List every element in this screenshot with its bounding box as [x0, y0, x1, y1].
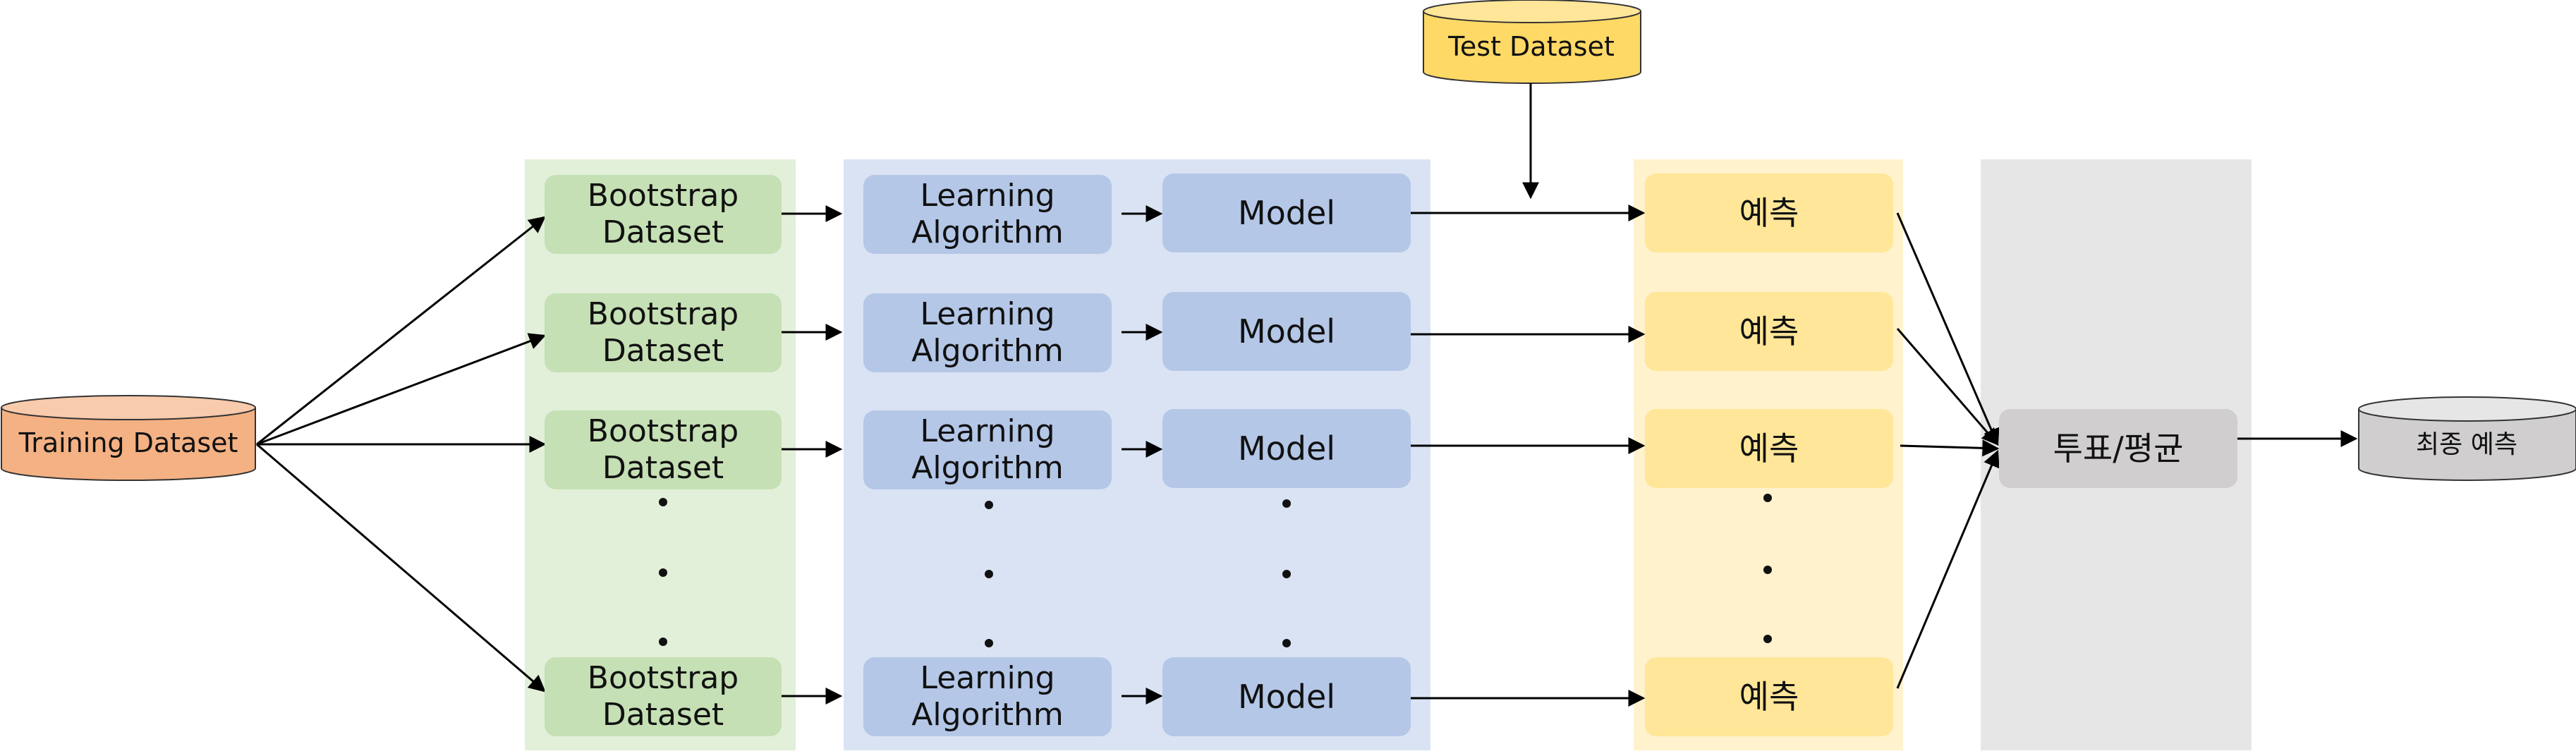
bootstrap-dataset-box: Bootstrap Dataset: [545, 657, 782, 736]
ellipsis-dot: [985, 570, 993, 578]
model-text: Model: [1237, 429, 1336, 468]
ellipsis-dot: [659, 638, 667, 646]
arrow-training-to-bootstrap-2: [256, 333, 547, 446]
model-box: Model: [1162, 292, 1411, 371]
prediction-box: 예측: [1645, 173, 1893, 252]
bootstrap-dataset-text: Bootstrap Dataset: [587, 296, 739, 369]
bootstrap-dataset-box: Bootstrap Dataset: [545, 175, 782, 254]
learning-algorithm-text: Learning Algorithm: [911, 660, 1064, 733]
prediction-text: 예측: [1739, 312, 1799, 350]
final-prediction-label: 최종 예측: [2416, 430, 2517, 459]
ellipsis-dot: [1763, 494, 1772, 502]
bootstrap-dataset-box: Bootstrap Dataset: [545, 410, 782, 489]
model-box: Model: [1162, 657, 1411, 736]
prediction-text: 예측: [1739, 193, 1799, 232]
prediction-box: 예측: [1645, 657, 1893, 736]
vote-average-box: 투표/평균: [1999, 409, 2237, 488]
learning-algorithm-box: Learning Algorithm: [863, 410, 1112, 489]
test-dataset-label: Test Dataset: [1448, 31, 1615, 62]
arrow-prediction-to-vote-2: [1896, 328, 1999, 446]
model-box: Model: [1162, 173, 1411, 252]
model-text: Model: [1237, 677, 1336, 716]
model-text: Model: [1237, 312, 1336, 350]
training-dataset-label: Training Dataset: [18, 427, 238, 458]
ellipsis-dot: [1763, 566, 1772, 574]
ellipsis-dot: [659, 568, 667, 577]
ellipsis-dot: [1282, 570, 1291, 578]
prediction-text: 예측: [1739, 429, 1799, 468]
ellipsis-dot: [659, 498, 667, 506]
ellipsis-dot: [985, 501, 993, 509]
final-prediction-cylinder: [2358, 396, 2576, 481]
arrow-training-to-bootstrap-4: [256, 443, 546, 693]
arrow-prediction-to-vote-1: [1896, 212, 2000, 446]
arrow-training-to-bootstrap-1: [256, 216, 546, 446]
ellipsis-dot: [985, 639, 993, 647]
learning-algorithm-box: Learning Algorithm: [863, 175, 1112, 254]
learning-algorithm-text: Learning Algorithm: [911, 413, 1064, 486]
training-dataset-cylinder: [1, 395, 256, 481]
ellipsis-dot: [1282, 639, 1291, 647]
model-text: Model: [1237, 193, 1336, 232]
model-box: Model: [1162, 409, 1411, 488]
bootstrap-dataset-box: Bootstrap Dataset: [545, 293, 782, 372]
bootstrap-dataset-text: Bootstrap Dataset: [587, 178, 739, 250]
vote-average-text: 투표/평균: [2053, 429, 2184, 468]
bootstrap-dataset-text: Bootstrap Dataset: [587, 660, 739, 733]
ellipsis-dot: [1763, 635, 1772, 643]
arrow-prediction-to-vote-4: [1896, 449, 2000, 689]
test-dataset-cylinder: [1423, 0, 1641, 84]
prediction-text: 예측: [1739, 677, 1799, 716]
prediction-box: 예측: [1645, 409, 1893, 488]
learning-algorithm-box: Learning Algorithm: [863, 657, 1112, 736]
learning-algorithm-box: Learning Algorithm: [863, 293, 1112, 372]
bootstrap-dataset-text: Bootstrap Dataset: [587, 413, 739, 486]
learning-algorithm-text: Learning Algorithm: [911, 178, 1064, 250]
arrow-prediction-to-vote-3: [1900, 439, 2000, 457]
ellipsis-dot: [1282, 499, 1291, 508]
prediction-box: 예측: [1645, 292, 1893, 371]
learning-algorithm-text: Learning Algorithm: [911, 296, 1064, 369]
